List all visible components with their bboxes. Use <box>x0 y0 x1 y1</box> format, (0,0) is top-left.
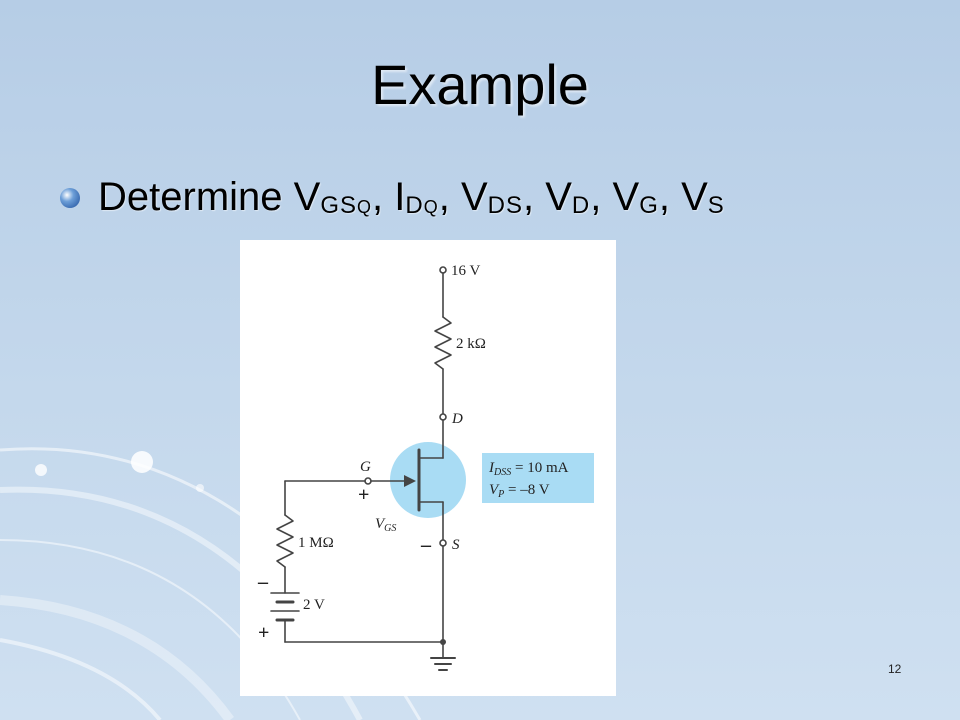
page-number: 12 <box>888 662 902 676</box>
gate-label: G <box>360 459 371 475</box>
bullet-dot-icon <box>60 187 80 208</box>
vp-spec: VP = –8 V <box>489 482 550 500</box>
drain-label: D <box>451 411 463 427</box>
fet-circle <box>390 442 466 518</box>
gate-arrow-icon <box>404 475 416 487</box>
source-label: S <box>452 537 460 553</box>
term-vg: VG, <box>612 175 682 219</box>
drain-resistor <box>434 316 452 370</box>
circuit-figure: 16 V 2 kΩ D G S + – VGS 1 MΩ – 2 V + IDS… <box>240 240 616 696</box>
gate-resistor <box>276 514 294 568</box>
term-vd: VD, <box>545 175 613 219</box>
supply-label: 16 V <box>451 263 480 279</box>
gate-plus-sign: + <box>358 484 369 506</box>
slide-title: Example <box>371 53 589 116</box>
bullet-item: Determine VGSQ, IDQ, VDS, VD, VG, VS <box>60 175 725 220</box>
bullet-text: Determine VGSQ, IDQ, VDS, VD, VG, VS <box>98 175 725 220</box>
term-vds: VDS, <box>460 175 546 219</box>
source-minus-sign: – <box>420 534 432 556</box>
term-vgsq: VGSQ, <box>293 175 395 219</box>
battery-label: 2 V <box>303 597 325 613</box>
circuit-diagram: 16 V 2 kΩ D G S + – VGS 1 MΩ – 2 V + IDS… <box>257 263 594 671</box>
source-terminal <box>439 539 447 547</box>
vgs-label: VGS <box>375 516 396 534</box>
drain-terminal <box>439 413 447 421</box>
battery-minus-sign: – <box>257 571 269 593</box>
idss-spec: IDSS = 10 mA <box>488 460 569 478</box>
bullet-prefix: Determine <box>98 175 294 219</box>
junction-dot <box>440 639 446 645</box>
term-idq: IDQ, <box>394 175 461 219</box>
spec-box <box>482 453 594 503</box>
battery-plus-sign: + <box>258 622 269 644</box>
supply-terminal <box>439 266 447 274</box>
term-vs: VS <box>681 175 725 219</box>
gate-resistor-label: 1 MΩ <box>298 535 334 551</box>
drain-resistor-label: 2 kΩ <box>456 336 486 352</box>
